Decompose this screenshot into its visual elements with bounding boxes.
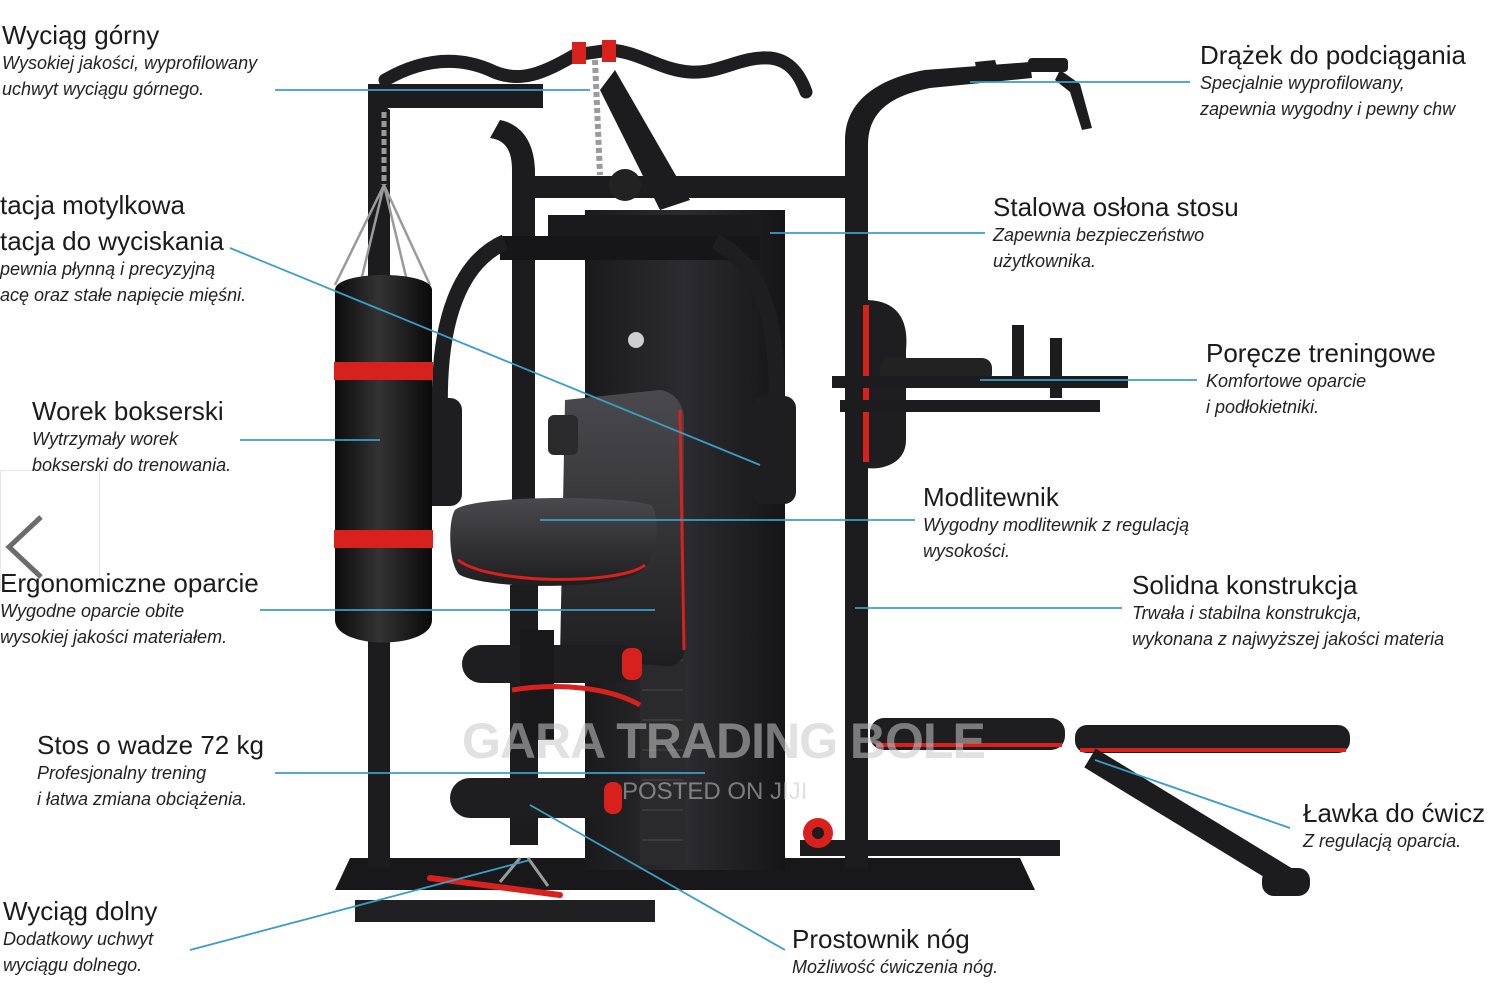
label-desc: wysokości. — [923, 541, 1011, 561]
label-desc: Zapewnia bezpieczeństwo — [993, 225, 1205, 245]
label-title: Stos o wadze 72 kg — [37, 730, 264, 760]
label-desc: Specjalnie wyprofilowany, — [1200, 73, 1405, 93]
label-frame: Solidna konstrukcja Trwała i stabilna ko… — [1132, 570, 1444, 652]
label-punching-bag: Worek bokserski Wytrzymały worek boksers… — [32, 396, 231, 478]
label-title: tacja do wyciskania — [0, 226, 224, 256]
butterfly-arms — [418, 234, 796, 506]
label-desc: Wygodny modlitewnik z regulacją — [923, 515, 1190, 535]
previous-image-button[interactable] — [0, 470, 100, 591]
label-stack-guard: Stalowa osłona stosu Zapewnia bezpieczeń… — [993, 192, 1239, 274]
label-desc: bokserski do trenowania. — [32, 455, 232, 475]
label-title: Poręcze treningowe — [1206, 338, 1436, 368]
label-pullup-bar: Drążek do podciągania Specjalnie wyprofi… — [1200, 40, 1466, 122]
label-preacher-curl: Modlitewnik Wygodny modlitewnik z regula… — [923, 482, 1189, 564]
label-desc: Komfortowe oparcie — [1206, 371, 1367, 391]
label-title: Drążek do podciągania — [1200, 40, 1466, 70]
label-dip-bars: Poręcze treningowe Komfortowe oparcie i … — [1206, 338, 1436, 420]
label-leg-extension: Prostownik nóg Możliwość ćwiczenia nóg. — [792, 924, 998, 980]
adjustable-bench — [803, 718, 1350, 896]
label-desc: i łatwa zmiana obciążenia. — [37, 789, 248, 809]
leg-extension — [450, 630, 642, 818]
watermark-text: GARA TRADING BOLE — [462, 713, 986, 769]
label-title: Solidna konstrukcja — [1132, 570, 1358, 600]
label-desc: Możliwość ćwiczenia nóg. — [792, 957, 999, 977]
label-title: Prostownik nóg — [792, 924, 970, 954]
punching-bag — [333, 112, 433, 865]
leader-lines — [189, 81, 1291, 951]
label-desc: uchwyt wyciągu górnego. — [2, 79, 205, 99]
label-bench: Ławka do ćwicz Z regulacją oparcia. — [1303, 798, 1485, 854]
dip-station — [832, 300, 1128, 469]
label-desc: pewnia płynną i precyzyjną — [0, 259, 216, 279]
label-desc: Trwała i stabilna konstrukcja, — [1132, 603, 1362, 623]
label-desc: zapewnia wygodny i pewny chw — [1200, 99, 1456, 119]
label-title: Wyciąg górny — [2, 20, 160, 50]
label-desc: Wygodne oparcie obite — [0, 601, 185, 621]
label-desc: Wysokiej jakości, wyprofilowany — [2, 53, 258, 73]
label-lower-pulley: Wyciąg dolny Dodatkowy uchwyt wyciągu do… — [3, 896, 157, 978]
label-desc: acę oraz stałe napięcie mięśni. — [0, 285, 247, 305]
label-butterfly-station: tacja motylkowa tacja do wyciskania pewn… — [0, 190, 246, 308]
label-title: Ergonomiczne oparcie — [0, 568, 259, 598]
watermark-subtext: POSTED ON JIJI — [622, 778, 808, 805]
label-desc: Wytrzymały worek — [32, 429, 179, 449]
label-desc: Profesjonalny trening — [37, 763, 207, 783]
label-backrest: Ergonomiczne oparcie Wygodne oparcie obi… — [0, 568, 259, 650]
label-desc: użytkownika. — [993, 251, 1097, 271]
label-title: Wyciąg dolny — [3, 896, 158, 926]
label-desc: Z regulacją oparcia. — [1303, 831, 1462, 851]
label-title: Ławka do ćwicz — [1303, 798, 1486, 828]
label-desc: Dodatkowy uchwyt — [3, 929, 154, 949]
chevron-left-icon — [5, 515, 43, 579]
label-title: Stalowa osłona stosu — [993, 192, 1239, 222]
label-desc: wysokiej jakości materiałem. — [0, 627, 228, 647]
label-desc: i podłokietniki. — [1206, 397, 1320, 417]
label-title: Modlitewnik — [923, 482, 1059, 512]
label-upper-pulley: Wyciąg górny Wysokiej jakości, wyprofilo… — [2, 20, 257, 102]
label-weight-stack: Stos o wadze 72 kg Profesjonalny trening… — [37, 730, 264, 812]
label-desc: wyciągu dolnego. — [3, 955, 143, 975]
label-title: Worek bokserski — [32, 396, 224, 426]
label-desc: wykonana z najwyższej jakości materia — [1132, 629, 1445, 649]
lat-pulldown — [378, 40, 813, 210]
label-title: tacja motylkowa — [0, 190, 185, 220]
